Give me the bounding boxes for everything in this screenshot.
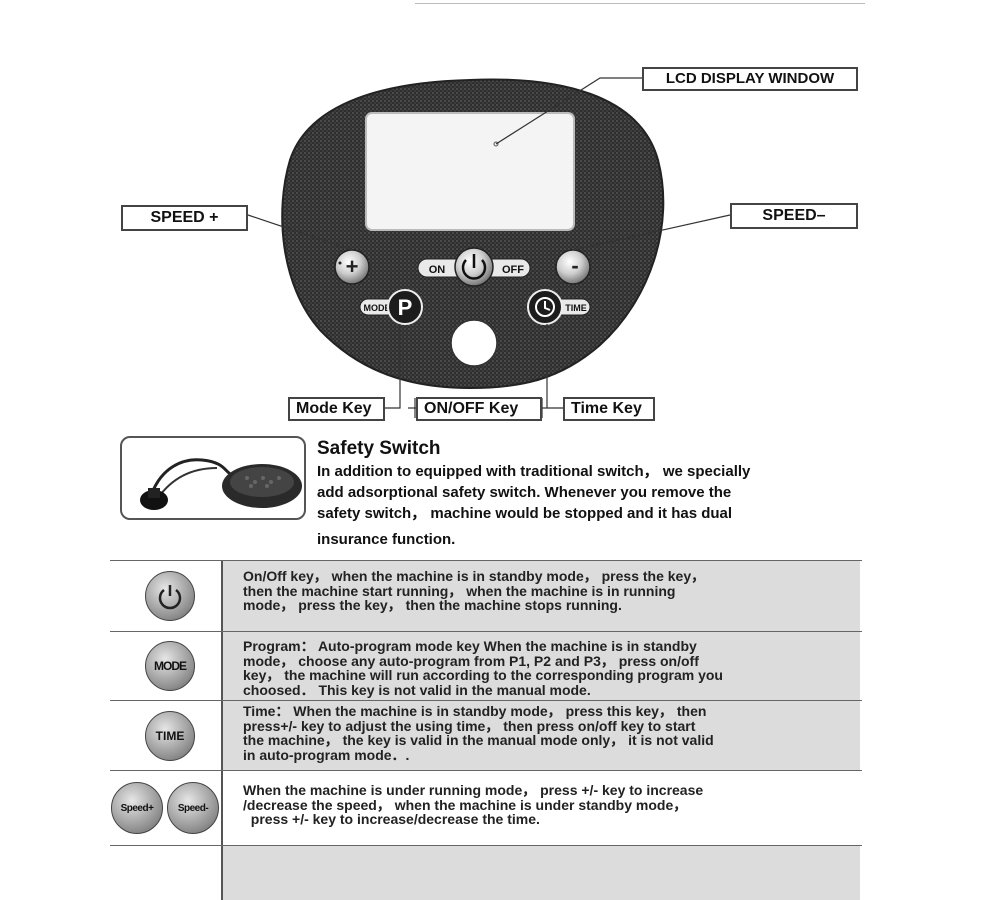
table-rule (110, 770, 862, 771)
mode-key (387, 289, 423, 325)
p-glyph: P (398, 295, 413, 320)
safety-switch-description: In addition to equipped with traditional… (317, 461, 877, 550)
row-line: press+/- key to adjust the using time， t… (243, 717, 696, 734)
callout-onoff-key: ON/OFF Key (416, 397, 542, 421)
row-line: choosed． This key is not valid in the ma… (243, 681, 591, 698)
row-line: On/Off key， when the machine is in stand… (243, 568, 706, 584)
row-line: then the machine start running， when the… (243, 582, 676, 599)
callout-speed-minus: SPEED– (730, 203, 858, 229)
table-rule (110, 700, 862, 701)
table-row: Time： When the machine is in standby mod… (223, 701, 860, 770)
off-label: OFF (502, 264, 524, 276)
minus-glyph: - (571, 253, 578, 278)
speed-minus-button-illustration: Speed- (167, 782, 219, 834)
table-row: On/Off key， when the machine is in stand… (223, 561, 860, 631)
time-button-illustration: TIME (145, 710, 195, 761)
row-line: Time： When the machine is in standby mod… (243, 703, 707, 719)
row-line: in auto-program mode．. (243, 746, 410, 763)
table-rule (110, 631, 862, 632)
callout-speed-plus: SPEED + (121, 205, 248, 231)
row-line: key， the machine will run according to t… (243, 667, 723, 683)
on-label: ON (429, 264, 446, 276)
row-line: Program： Auto-program mode key When the … (243, 638, 697, 654)
row-line: /decrease the speed， when the machine is… (243, 796, 688, 813)
top-rule (415, 3, 865, 4)
safety-switch-socket (450, 319, 498, 367)
clock-icon (535, 297, 555, 317)
row-line: mode， choose any auto-program from P1, P… (243, 652, 699, 669)
table-rule (110, 845, 862, 846)
safety-switch-icon (140, 458, 302, 510)
row-line: the machine， the key is valid in the man… (243, 732, 714, 748)
row-line: When the machine is under running mode， … (243, 782, 704, 798)
safety-switch-image (120, 436, 306, 520)
lcd-display-window (365, 112, 575, 231)
row-line: press +/- key to increase/decrease the t… (243, 811, 540, 827)
safety-line: add adsorptional safety switch. Whenever… (317, 484, 732, 501)
safety-line: safety switch， machine would be stopped … (317, 505, 733, 522)
table-row-icon (120, 561, 220, 631)
callout-time-key: Time Key (563, 397, 655, 421)
safety-switch-title: Safety Switch (317, 438, 441, 459)
table-divider (221, 560, 223, 900)
table-row-icon: Speed+ Speed- (108, 771, 222, 845)
table-row-icon: TIME (120, 701, 220, 770)
mode-label: MODE (364, 303, 391, 313)
table-row: Program： Auto-program mode key When the … (223, 632, 860, 700)
mode-button-illustration: MODE (145, 641, 195, 691)
power-icon (158, 585, 182, 610)
time-label: TIME (565, 303, 587, 313)
table-row-empty (223, 846, 860, 900)
row-line: mode， press the key， then the machine st… (243, 597, 622, 613)
power-icon (461, 254, 487, 280)
power-button-illustration (145, 571, 195, 621)
callout-lcd-display-window: LCD DISPLAY WINDOW (642, 67, 858, 91)
plus-glyph: + (346, 254, 359, 279)
callout-mode-key: Mode Key (288, 397, 385, 421)
speed-plus-button-illustration: Speed+ (111, 782, 163, 834)
table-rule (110, 560, 862, 561)
table-row: When the machine is under running mode， … (223, 771, 860, 845)
control-panel-diagram: + - ON OFF MODE P TIME (247, 77, 731, 418)
safety-line: In addition to equipped with traditional… (317, 463, 751, 480)
safety-line: insurance function. (317, 531, 456, 548)
table-row-icon: MODE (120, 632, 220, 700)
